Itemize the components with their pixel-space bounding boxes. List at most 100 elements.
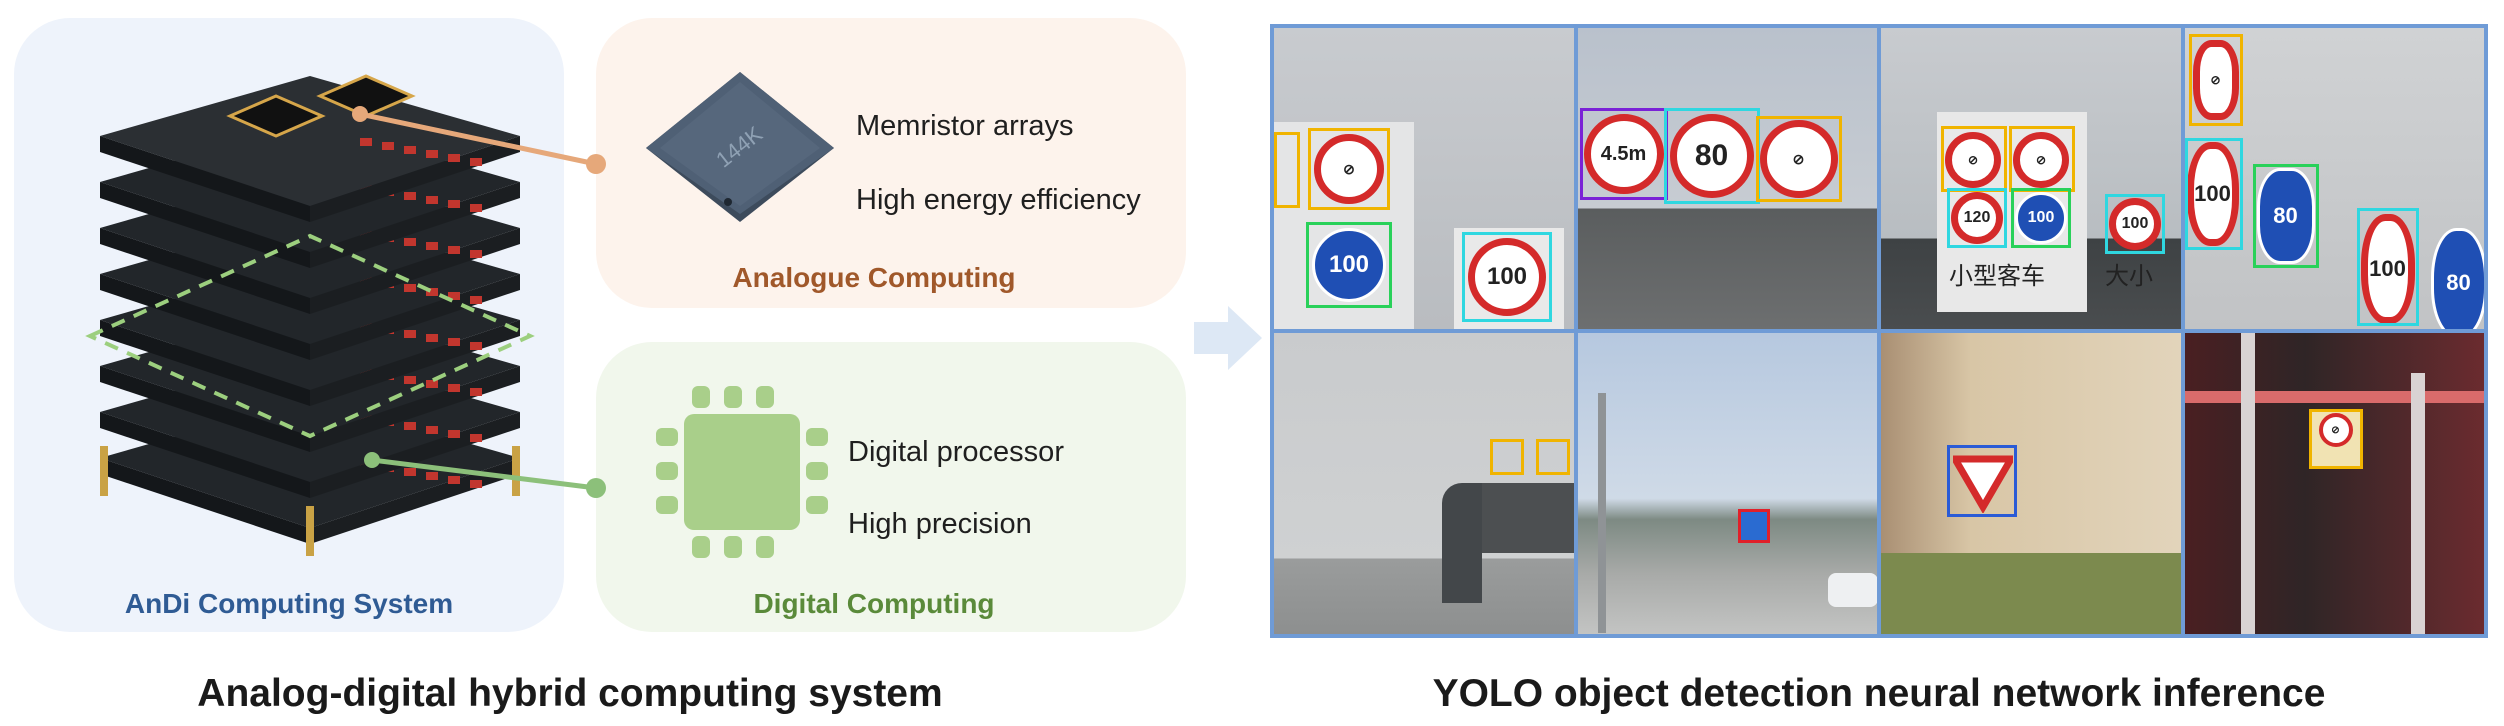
digital-item-1: Digital processor [848, 436, 1064, 468]
detection-box [1755, 116, 1842, 202]
detection-box [1947, 188, 2007, 248]
detection-box [1941, 126, 2007, 192]
detection-image-1: ⊘ 100 100 [1274, 28, 1574, 329]
board-edge [310, 320, 520, 406]
yield-sign-icon [1953, 455, 2013, 513]
board-component [382, 142, 394, 150]
digital-title: Digital Computing [753, 588, 995, 619]
detection-box [1308, 128, 1390, 210]
board-component [404, 376, 416, 384]
no-truck-sign-icon: ⊘ [2013, 132, 2069, 188]
right-caption: YOLO object detection neural network inf… [1432, 672, 2326, 715]
detection-box [1663, 108, 1760, 204]
chip-socket [316, 74, 416, 118]
speed-sign-100-blue: 100 [2015, 192, 2067, 244]
board-component [470, 388, 482, 396]
andi-system-label: AnDi Computing System [124, 588, 454, 619]
detection-box [1947, 445, 2017, 517]
speed-sign-100-red: 100 [2109, 198, 2161, 250]
board-post [512, 446, 520, 496]
no-truck-sign-icon: ⊘ [1314, 134, 1384, 204]
speed-sign-100-red: 100 [1468, 238, 1546, 316]
board-edge [310, 274, 520, 360]
analogue-title: Analogue Computing [732, 262, 1016, 293]
board-edge [100, 182, 310, 268]
board-post [306, 506, 314, 556]
connector-lines [352, 106, 606, 498]
board-edge [310, 182, 520, 268]
detection-box [2009, 126, 2075, 192]
board-component [426, 426, 438, 434]
board-layer [100, 76, 520, 206]
digital-connector-line [371, 457, 597, 491]
board-component [404, 422, 416, 430]
analogue-connector-line [359, 111, 597, 167]
detection-box [1274, 132, 1300, 208]
detection-box [2188, 34, 2243, 126]
sign-text-size: 大小 [2105, 263, 2153, 290]
digital-connector-end-dot [586, 478, 606, 498]
board-component [404, 284, 416, 292]
board-component [426, 380, 438, 388]
board-component [448, 200, 460, 208]
board-component [360, 138, 372, 146]
board-edge [310, 366, 520, 452]
board-component [448, 154, 460, 162]
no-overtaking-sign-icon: ⊘ [1759, 120, 1838, 198]
board-component [448, 384, 460, 392]
board-component [426, 288, 438, 296]
detection-image-7 [1881, 333, 2181, 634]
analogue-item-1: Memristor arrays [856, 110, 1074, 142]
chip-socket [226, 94, 326, 138]
board-component [470, 158, 482, 166]
board-component [448, 338, 460, 346]
detection-image-3: ⊘ ⊘ 120 100 100 小型客车 大小 [1881, 28, 2181, 329]
speed-sign-120: 120 [1951, 192, 2003, 244]
board-component [426, 242, 438, 250]
board-component [448, 246, 460, 254]
detection-box [2184, 138, 2243, 250]
board-edge [310, 228, 520, 314]
board-edge [310, 458, 520, 544]
board-component [470, 434, 482, 442]
board-stack-illustration [85, 74, 535, 556]
board-edge [310, 412, 520, 498]
board-component [448, 292, 460, 300]
detection-box [1490, 439, 1524, 475]
board-edge [100, 366, 310, 452]
board-component [470, 342, 482, 350]
detection-image-2: 4.5m 80 ⊘ [1577, 28, 1877, 329]
flow-arrow-icon [1194, 306, 1262, 370]
detection-box [1306, 222, 1392, 308]
board-component [404, 238, 416, 246]
board-component [404, 146, 416, 154]
no-truck-sign-icon: ⊘ [1945, 132, 2001, 188]
board-component [426, 334, 438, 342]
detection-image-5 [1274, 333, 1574, 634]
board-component [470, 250, 482, 258]
analogue-connector-end-dot [586, 154, 606, 174]
memristor-chip-icon: 144K [646, 72, 834, 222]
detection-image-grid: ⊘ 100 100 4.5m 80 ⊘ ⊘ ⊘ 120 100 100 小型客车… [1270, 24, 2488, 638]
detection-image-4: ⊘ 100 80 100 80 [2184, 28, 2484, 329]
board-component [448, 430, 460, 438]
left-caption: Analog-digital hybrid computing system [197, 672, 943, 715]
board-component [426, 196, 438, 204]
detection-box [2356, 208, 2419, 326]
detection-box [1462, 232, 1552, 322]
height-limit-sign-icon: 4.5m [1583, 114, 1664, 194]
board-edge [100, 458, 310, 544]
board-edge [100, 412, 310, 498]
speed-sign-80: 80 [1669, 114, 1754, 198]
detection-box [1536, 439, 1570, 475]
sign-text-vehicle-type: 小型客车 [1949, 263, 2045, 290]
analogue-connector-start-dot [352, 106, 368, 122]
speed-sign-80-blue: 80 [2430, 228, 2484, 329]
digital-item-2: High precision [848, 508, 1032, 540]
detection-box [2252, 164, 2319, 268]
board-component [404, 330, 416, 338]
board-post [100, 446, 108, 496]
speed-sign-100-red: 100 [2360, 214, 2415, 324]
board-component [404, 192, 416, 200]
detection-image-8: ⊘ [2184, 333, 2484, 634]
